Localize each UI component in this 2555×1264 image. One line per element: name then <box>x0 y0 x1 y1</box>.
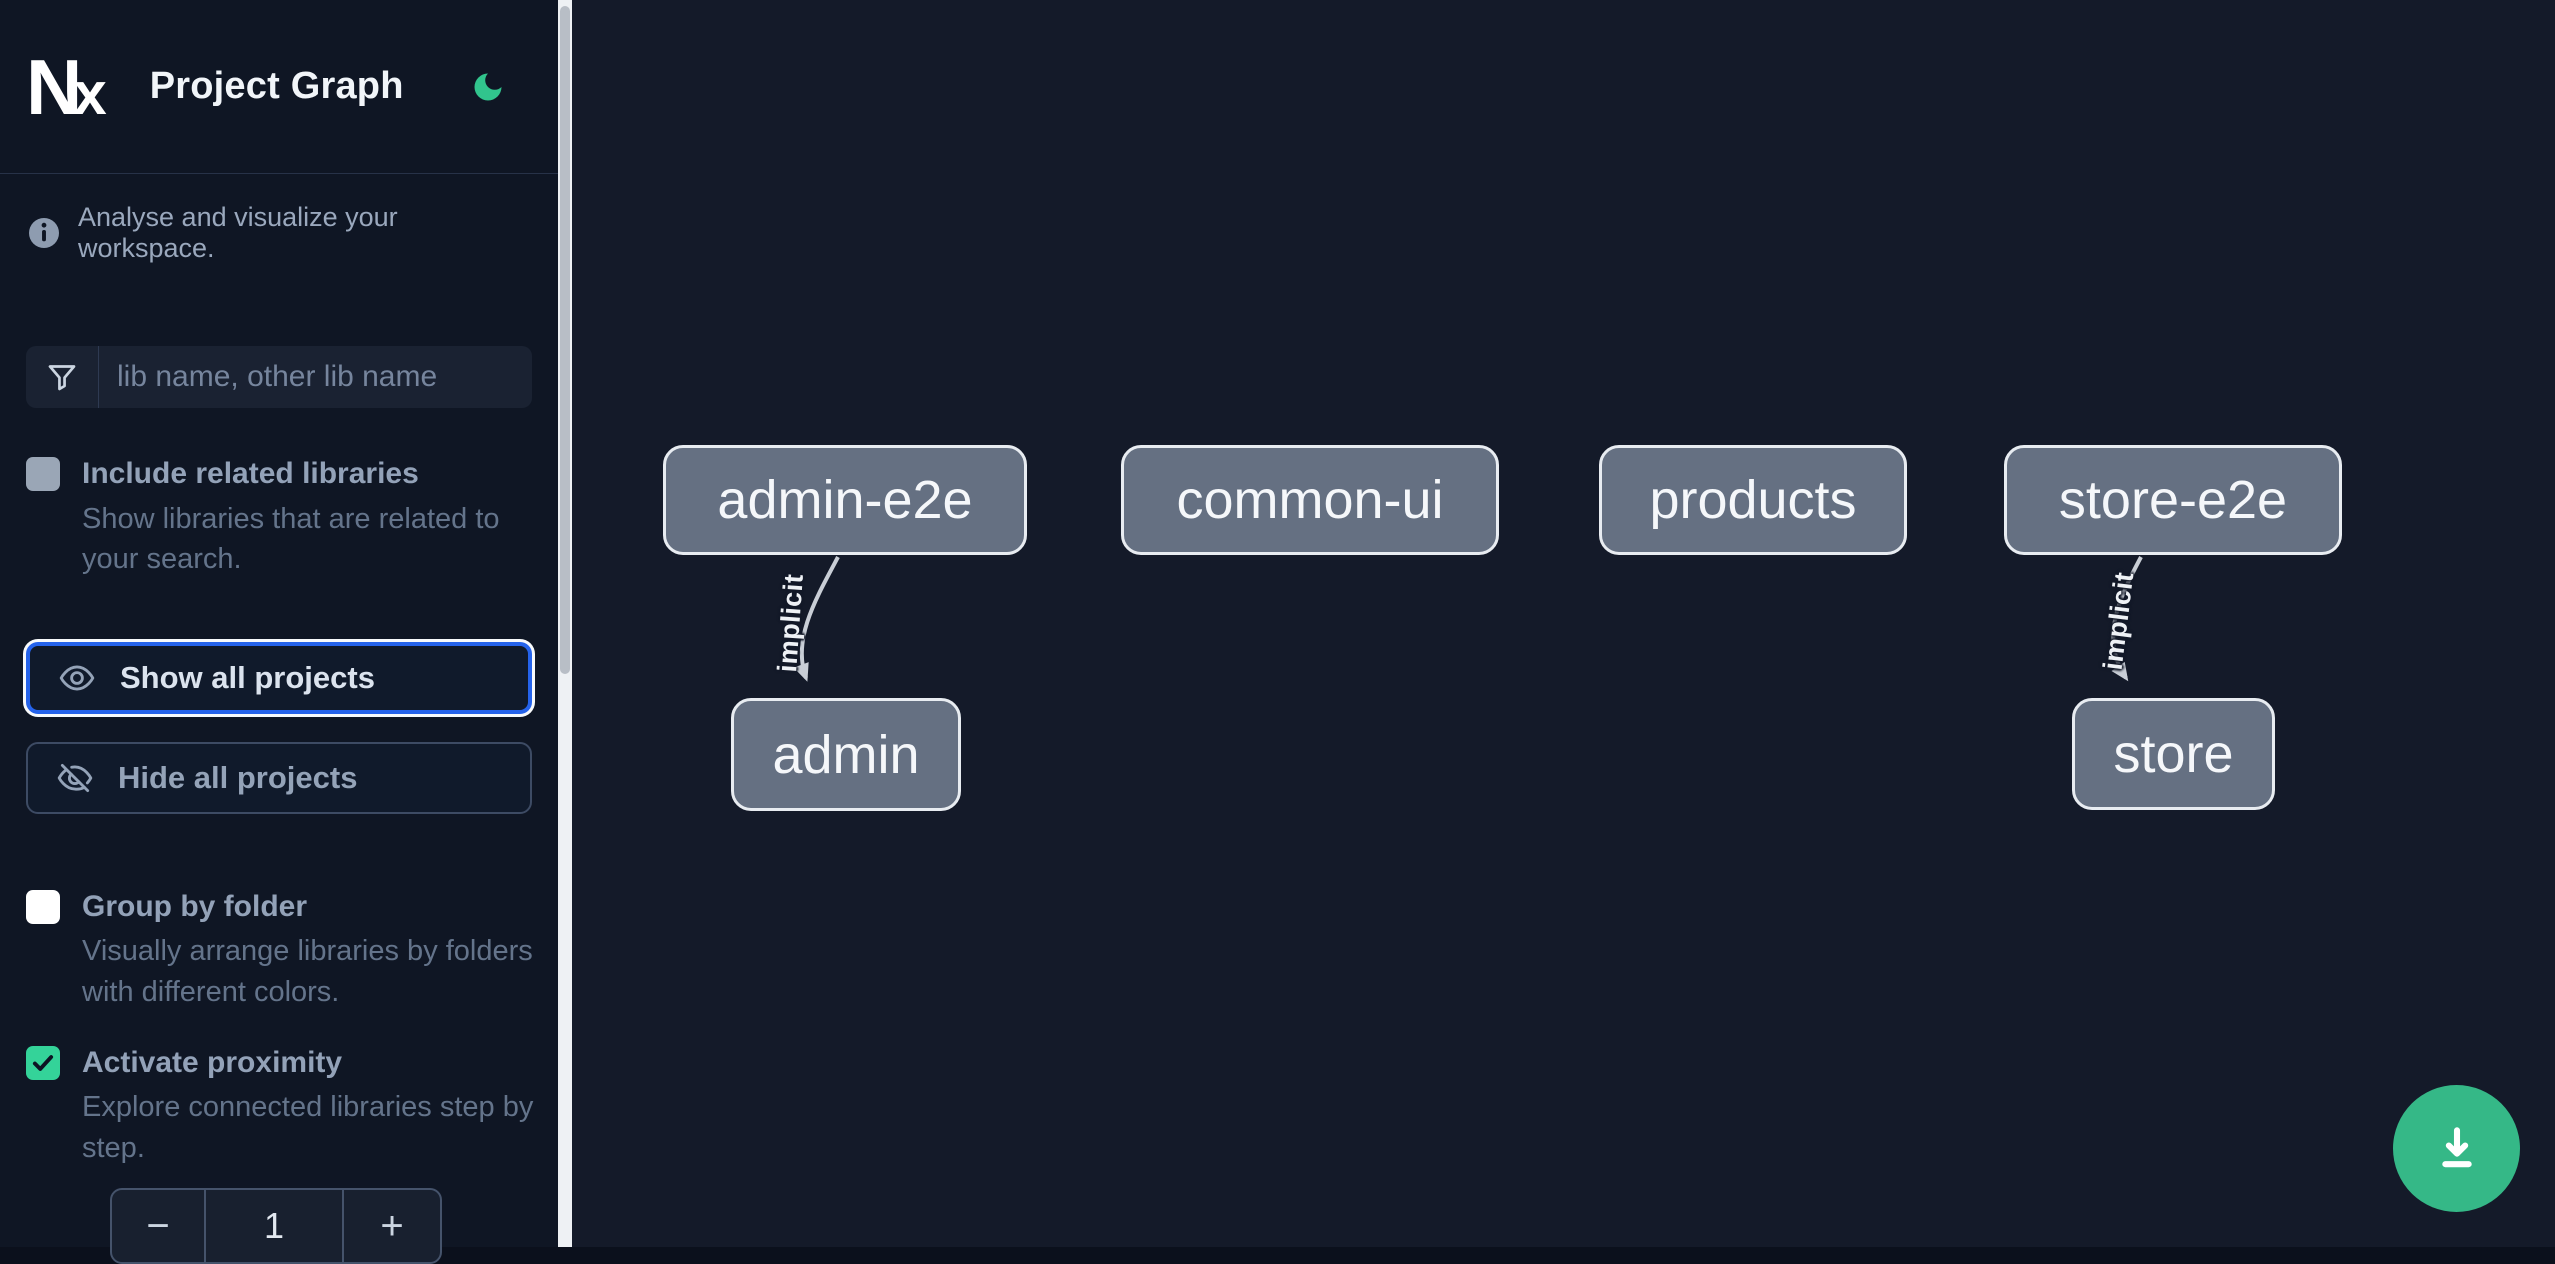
increment-button[interactable]: + <box>344 1190 440 1262</box>
download-graph-image-button[interactable] <box>2393 1085 2520 1212</box>
toggle-label: Include related libraries <box>82 457 419 490</box>
eye-off-icon <box>57 763 93 792</box>
checkbox-activate-proximity[interactable] <box>26 1045 60 1080</box>
edge-admin-e2e-to-admin <box>793 556 840 682</box>
hide-all-projects-button[interactable]: Hide all projects <box>26 741 532 814</box>
filter-input[interactable] <box>99 346 532 408</box>
graph-node-common-ui[interactable]: common-ui <box>1121 445 1499 555</box>
toggle-description: Visually arrange libraries by folders wi… <box>82 935 533 1008</box>
button-label: Hide all projects <box>118 759 358 795</box>
proximity-depth-stepper: − 1 + <box>110 1188 442 1264</box>
filter-box <box>26 346 532 408</box>
toggle-activate-proximity: Activate proximity Explore connected lib… <box>26 1043 533 1169</box>
page-title: Project Graph <box>149 65 404 107</box>
checkbox-group-by-folder[interactable] <box>26 889 60 924</box>
toggle-label: Group by folder <box>82 889 307 923</box>
toggle-include-related-libraries: Include related libraries Show libraries… <box>26 454 532 580</box>
graph-node-admin[interactable]: admin <box>731 698 961 811</box>
eye-icon <box>59 665 95 691</box>
button-label: Show all projects <box>120 659 375 695</box>
toggle-description: Explore connected libraries step by step… <box>82 1091 534 1164</box>
toggle-group-by-folder: Group by folder Visually arrange librari… <box>26 887 533 1013</box>
checkbox-include-related-libraries[interactable] <box>26 457 60 491</box>
graph-edges-layer <box>793 556 2143 682</box>
edge-store-e2e-to-store <box>2111 556 2143 682</box>
graph-node-admin-e2e[interactable]: admin-e2e <box>663 445 1027 555</box>
funnel-icon <box>26 346 99 408</box>
download-icon <box>2441 1126 2472 1167</box>
workspace-tagline: Analyse and visualize your workspace. <box>78 202 398 263</box>
toggle-label: Activate proximity <box>82 1045 343 1079</box>
graph-node-products[interactable]: products <box>1599 445 1907 555</box>
graph-node-store-e2e[interactable]: store-e2e <box>2004 445 2342 555</box>
info-icon <box>29 218 59 248</box>
show-all-projects-button[interactable]: Show all projects <box>26 641 532 714</box>
proximity-depth-value: 1 <box>204 1190 344 1263</box>
graph-node-store[interactable]: store <box>2072 698 2275 810</box>
sidebar-scrollbar-track[interactable] <box>558 0 572 1247</box>
workspace-tagline-row: Analyse and visualize your workspace. <box>26 202 532 264</box>
decrement-button[interactable]: − <box>112 1190 204 1262</box>
sidebar-scrollbar-thumb[interactable] <box>560 6 570 674</box>
checkmark-icon <box>32 1054 54 1071</box>
toggle-description: Show libraries that are related to your … <box>82 502 500 576</box>
theme-toggle-moon-icon[interactable] <box>470 69 506 105</box>
